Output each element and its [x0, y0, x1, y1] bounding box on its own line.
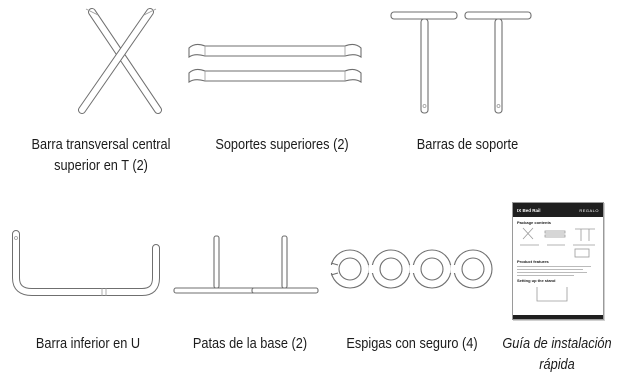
lock-pin — [327, 249, 370, 289]
guide-setup-diagram — [536, 287, 568, 302]
caption-top-supports: Soportes superiores (2) — [203, 135, 361, 156]
caption-quick-guide: Guía de instalación rápida — [491, 334, 617, 376]
caption-line: rápida — [539, 357, 575, 373]
base-leg — [251, 235, 319, 294]
guide-brand: REGALO — [579, 207, 599, 213]
guide-header: IX Bed Rail REGALO — [513, 203, 603, 217]
caption-line: Espigas con seguro (4) — [346, 336, 478, 352]
caption-line: Barra transversal central — [31, 137, 171, 153]
crossbar-tube-a — [88, 8, 162, 114]
guide-contents-heading: Package contents — [517, 220, 552, 225]
guide-features-heading: Product features — [517, 259, 549, 264]
top-support-bar — [188, 43, 362, 59]
caption-base-legs: Patas de la base (2) — [184, 334, 316, 355]
base-leg — [173, 235, 259, 294]
top-support-bar — [188, 68, 362, 84]
caption-line: superior en T (2) — [54, 158, 148, 174]
lock-pins-illustration — [326, 242, 496, 296]
caption-line: Barras de soporte — [416, 137, 519, 153]
u-bar-illustration — [6, 226, 164, 306]
caption-line: Barra inferior en U — [35, 336, 141, 352]
guide-parts-thumbnails — [520, 227, 595, 258]
lock-pin — [368, 249, 411, 289]
caption-lock-pins: Espigas con seguro (4) — [335, 334, 490, 355]
lock-pin — [409, 249, 452, 289]
support-t-bar — [464, 11, 532, 114]
quick-guide-document: IX Bed Rail REGALO Package contents Prod… — [512, 202, 604, 320]
support-bars-illustration — [387, 8, 539, 120]
crossbar-illustration — [70, 6, 170, 121]
guide-setting-heading: Setting up the stand — [517, 278, 556, 283]
base-legs-illustration — [170, 232, 322, 300]
caption-line: Patas de la base (2) — [192, 336, 308, 352]
caption-crossbar: Barra transversal central superior en T … — [10, 135, 191, 177]
top-supports-illustration — [183, 40, 367, 95]
caption-u-bar: Barra inferior en U — [18, 334, 159, 355]
support-t-bar — [390, 11, 458, 114]
caption-support-bars: Barras de soporte — [404, 135, 532, 156]
crossbar-tube-b — [78, 8, 154, 114]
guide-title: IX Bed Rail — [517, 207, 541, 213]
caption-line: Soportes superiores (2) — [215, 137, 349, 153]
caption-line: Guía de instalación — [502, 336, 612, 352]
lock-pin — [450, 249, 493, 289]
